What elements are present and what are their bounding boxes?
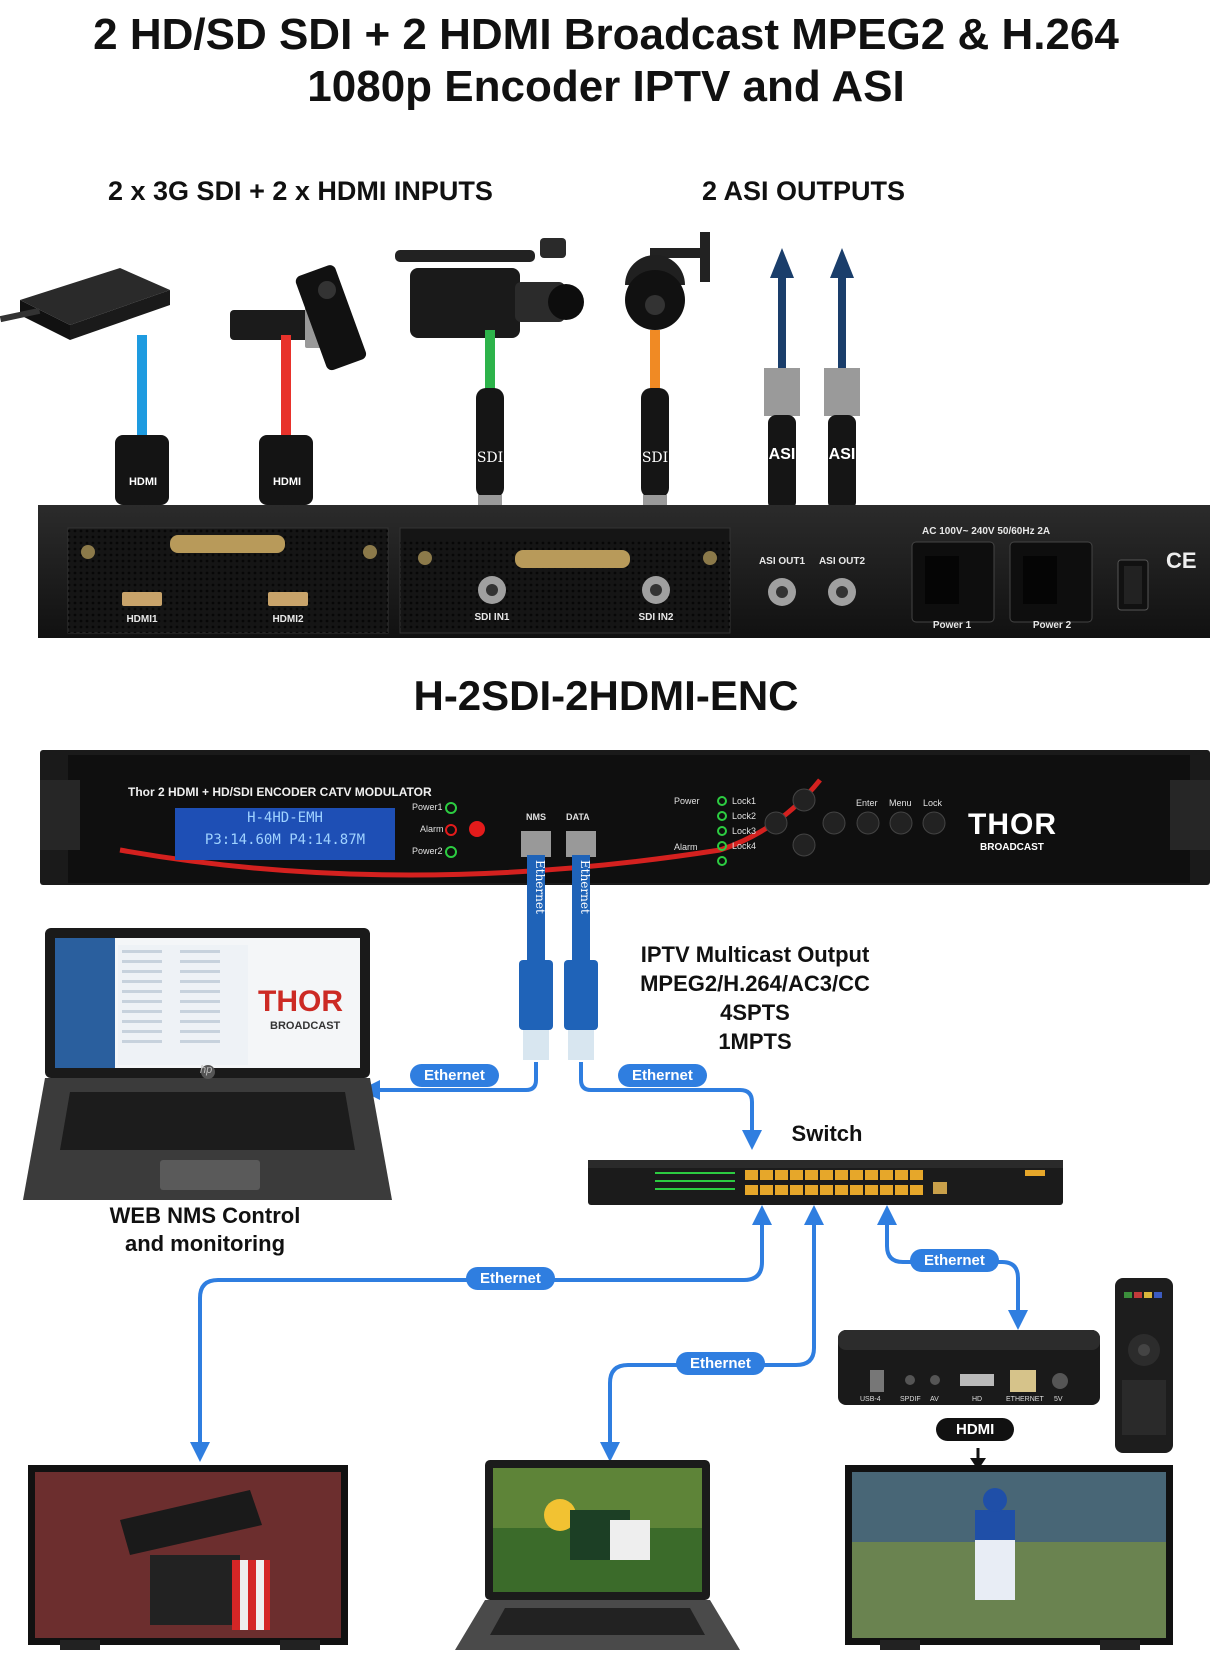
rear-label-asi-out2: ASI OUT2 xyxy=(818,556,866,567)
front-button-menu-label: Menu xyxy=(889,798,912,808)
pill-ethernet-nms: Ethernet xyxy=(410,1064,499,1087)
front-button-lock-label: Lock xyxy=(923,798,943,808)
camcorder-icon xyxy=(395,238,584,338)
cable-label-asi-b: ASI xyxy=(828,446,856,463)
set-top-box-icon xyxy=(838,1330,1100,1405)
network-switch-icon xyxy=(588,1160,1063,1205)
rear-label-sdi-in2: SDI IN2 xyxy=(638,612,674,623)
front-label-alarm2: Alarm xyxy=(674,842,698,852)
rear-label-power2: Power 2 xyxy=(1032,620,1072,631)
switch-label: Switch xyxy=(791,1121,863,1146)
front-button-enter-label: Enter xyxy=(856,798,878,808)
tv-left-icon xyxy=(28,1465,348,1650)
web-nms-line-2: and monitoring xyxy=(124,1231,286,1256)
rear-label-hdmi1: HDMI1 xyxy=(126,614,158,625)
stb-port-dc: 5V xyxy=(1054,1396,1063,1403)
ethernet-cable-text-data: Ethernet xyxy=(578,860,592,914)
iptv-line-2: MPEG2/H.264/AC3/CC xyxy=(640,971,870,996)
stb-port-usb: USB-4 xyxy=(860,1396,881,1403)
lcd-line-1: H-4HD-EMH xyxy=(247,810,323,826)
link-data-switch xyxy=(579,1062,762,1150)
front-label-power: Power xyxy=(674,796,700,806)
front-label-lock2: Lock2 xyxy=(732,811,757,821)
stb-port-hd: HD xyxy=(972,1396,983,1403)
pill-ethernet-data: Ethernet xyxy=(618,1064,707,1087)
title-line-2: 1080p Encoder IPTV and ASI xyxy=(307,62,905,111)
lcd-line-2: P3:14.60M P4:14.87M xyxy=(204,832,366,848)
cable-label-asi-a: ASI xyxy=(768,446,796,463)
title-line-1: 2 HD/SD SDI + 2 HDMI Broadcast MPEG2 & H… xyxy=(93,10,1119,59)
web-nms-line-1: WEB NMS Control xyxy=(109,1203,301,1228)
cable-label-hdmi-b: HDMI xyxy=(272,476,302,488)
ethernet-cable-data xyxy=(564,855,598,1060)
hdmi2-cable xyxy=(281,335,291,435)
ethernet-cable-nms xyxy=(519,855,553,1060)
ethernet-cable-text-nms: Ethernet xyxy=(533,860,547,914)
rear-label-ac-rating: AC 100V~ 240V 50/60Hz 2A xyxy=(922,526,1051,537)
iptv-line-1: IPTV Multicast Output xyxy=(640,942,870,967)
cable-label-sdi-b: SDI xyxy=(641,450,669,466)
stb-port-spdif: SPDIF xyxy=(900,1396,921,1403)
laptop-brand-sub: BROADCAST xyxy=(270,1020,341,1032)
port-label-nms: NMS xyxy=(526,812,546,822)
streaming-stick-icon xyxy=(230,265,367,371)
front-panel-chassis xyxy=(40,750,1210,885)
model-name: H-2SDI-2HDMI-ENC xyxy=(413,672,799,719)
front-label-power1: Power1 xyxy=(412,802,443,812)
sdi2-cable xyxy=(650,330,660,390)
cable-label-hdmi-a: HDMI xyxy=(128,476,158,488)
stb-port-ethernet: ETHERNET xyxy=(1006,1396,1044,1403)
port-label-data: DATA xyxy=(566,812,590,822)
hdmi1-cable xyxy=(137,335,147,435)
tv-right-icon xyxy=(845,1465,1173,1650)
web-nms-caption: WEB NMS Control and monitoring xyxy=(80,1202,330,1258)
front-label-lock3: Lock3 xyxy=(732,826,757,836)
rear-label-asi-out1: ASI OUT1 xyxy=(758,556,806,567)
link-switch-laptop2 xyxy=(600,1205,824,1462)
pill-ethernet-tv1: Ethernet xyxy=(466,1267,555,1290)
pill-ethernet-stb: Ethernet xyxy=(910,1249,999,1272)
outputs-heading: 2 ASI OUTPUTS xyxy=(702,176,906,206)
asi-output-arrow-2 xyxy=(824,248,860,510)
link-nms-laptop xyxy=(360,1062,538,1100)
ptz-camera-icon xyxy=(625,232,710,330)
iptv-output-caption: IPTV Multicast Output MPEG2/H.264/AC3/CC… xyxy=(610,940,900,1056)
rear-panel-chassis xyxy=(38,505,1210,638)
laptop-brand-main: THOR xyxy=(258,985,343,1018)
front-label-alarm: Alarm xyxy=(420,824,444,834)
front-label-lock4: Lock4 xyxy=(732,841,757,851)
rear-label-power1: Power 1 xyxy=(932,620,972,631)
ce-mark: CE xyxy=(1166,548,1197,573)
front-brand-sub: BROADCAST xyxy=(980,842,1044,853)
device-title: Thor 2 HDMI + HD/SDI ENCODER CATV MODULA… xyxy=(128,785,432,799)
iptv-line-4: 1MPTS xyxy=(718,1029,792,1054)
remote-control-icon xyxy=(1115,1278,1173,1453)
front-brand-main: THOR xyxy=(968,808,1057,841)
sdi1-cable xyxy=(485,330,495,390)
bluray-player-icon xyxy=(0,268,170,340)
cable-label-sdi-a: SDI xyxy=(476,450,504,466)
stb-port-av: AV xyxy=(930,1396,939,1403)
laptop-hp-logo: hp xyxy=(200,1064,213,1076)
asi-output-arrow-1 xyxy=(764,248,800,510)
laptop-middle-icon xyxy=(455,1460,740,1650)
front-label-lock1: Lock1 xyxy=(732,796,757,806)
rear-label-hdmi2: HDMI2 xyxy=(272,614,304,625)
front-label-power2: Power2 xyxy=(412,846,443,856)
laptop-left-icon xyxy=(23,928,392,1200)
pill-ethernet-laptop2: Ethernet xyxy=(676,1352,765,1375)
iptv-line-3: 4SPTS xyxy=(720,1000,790,1025)
pill-hdmi-stb: HDMI xyxy=(936,1418,1015,1441)
inputs-heading: 2 x 3G SDI + 2 x HDMI INPUTS xyxy=(108,176,493,206)
rear-label-sdi-in1: SDI IN1 xyxy=(474,612,510,623)
